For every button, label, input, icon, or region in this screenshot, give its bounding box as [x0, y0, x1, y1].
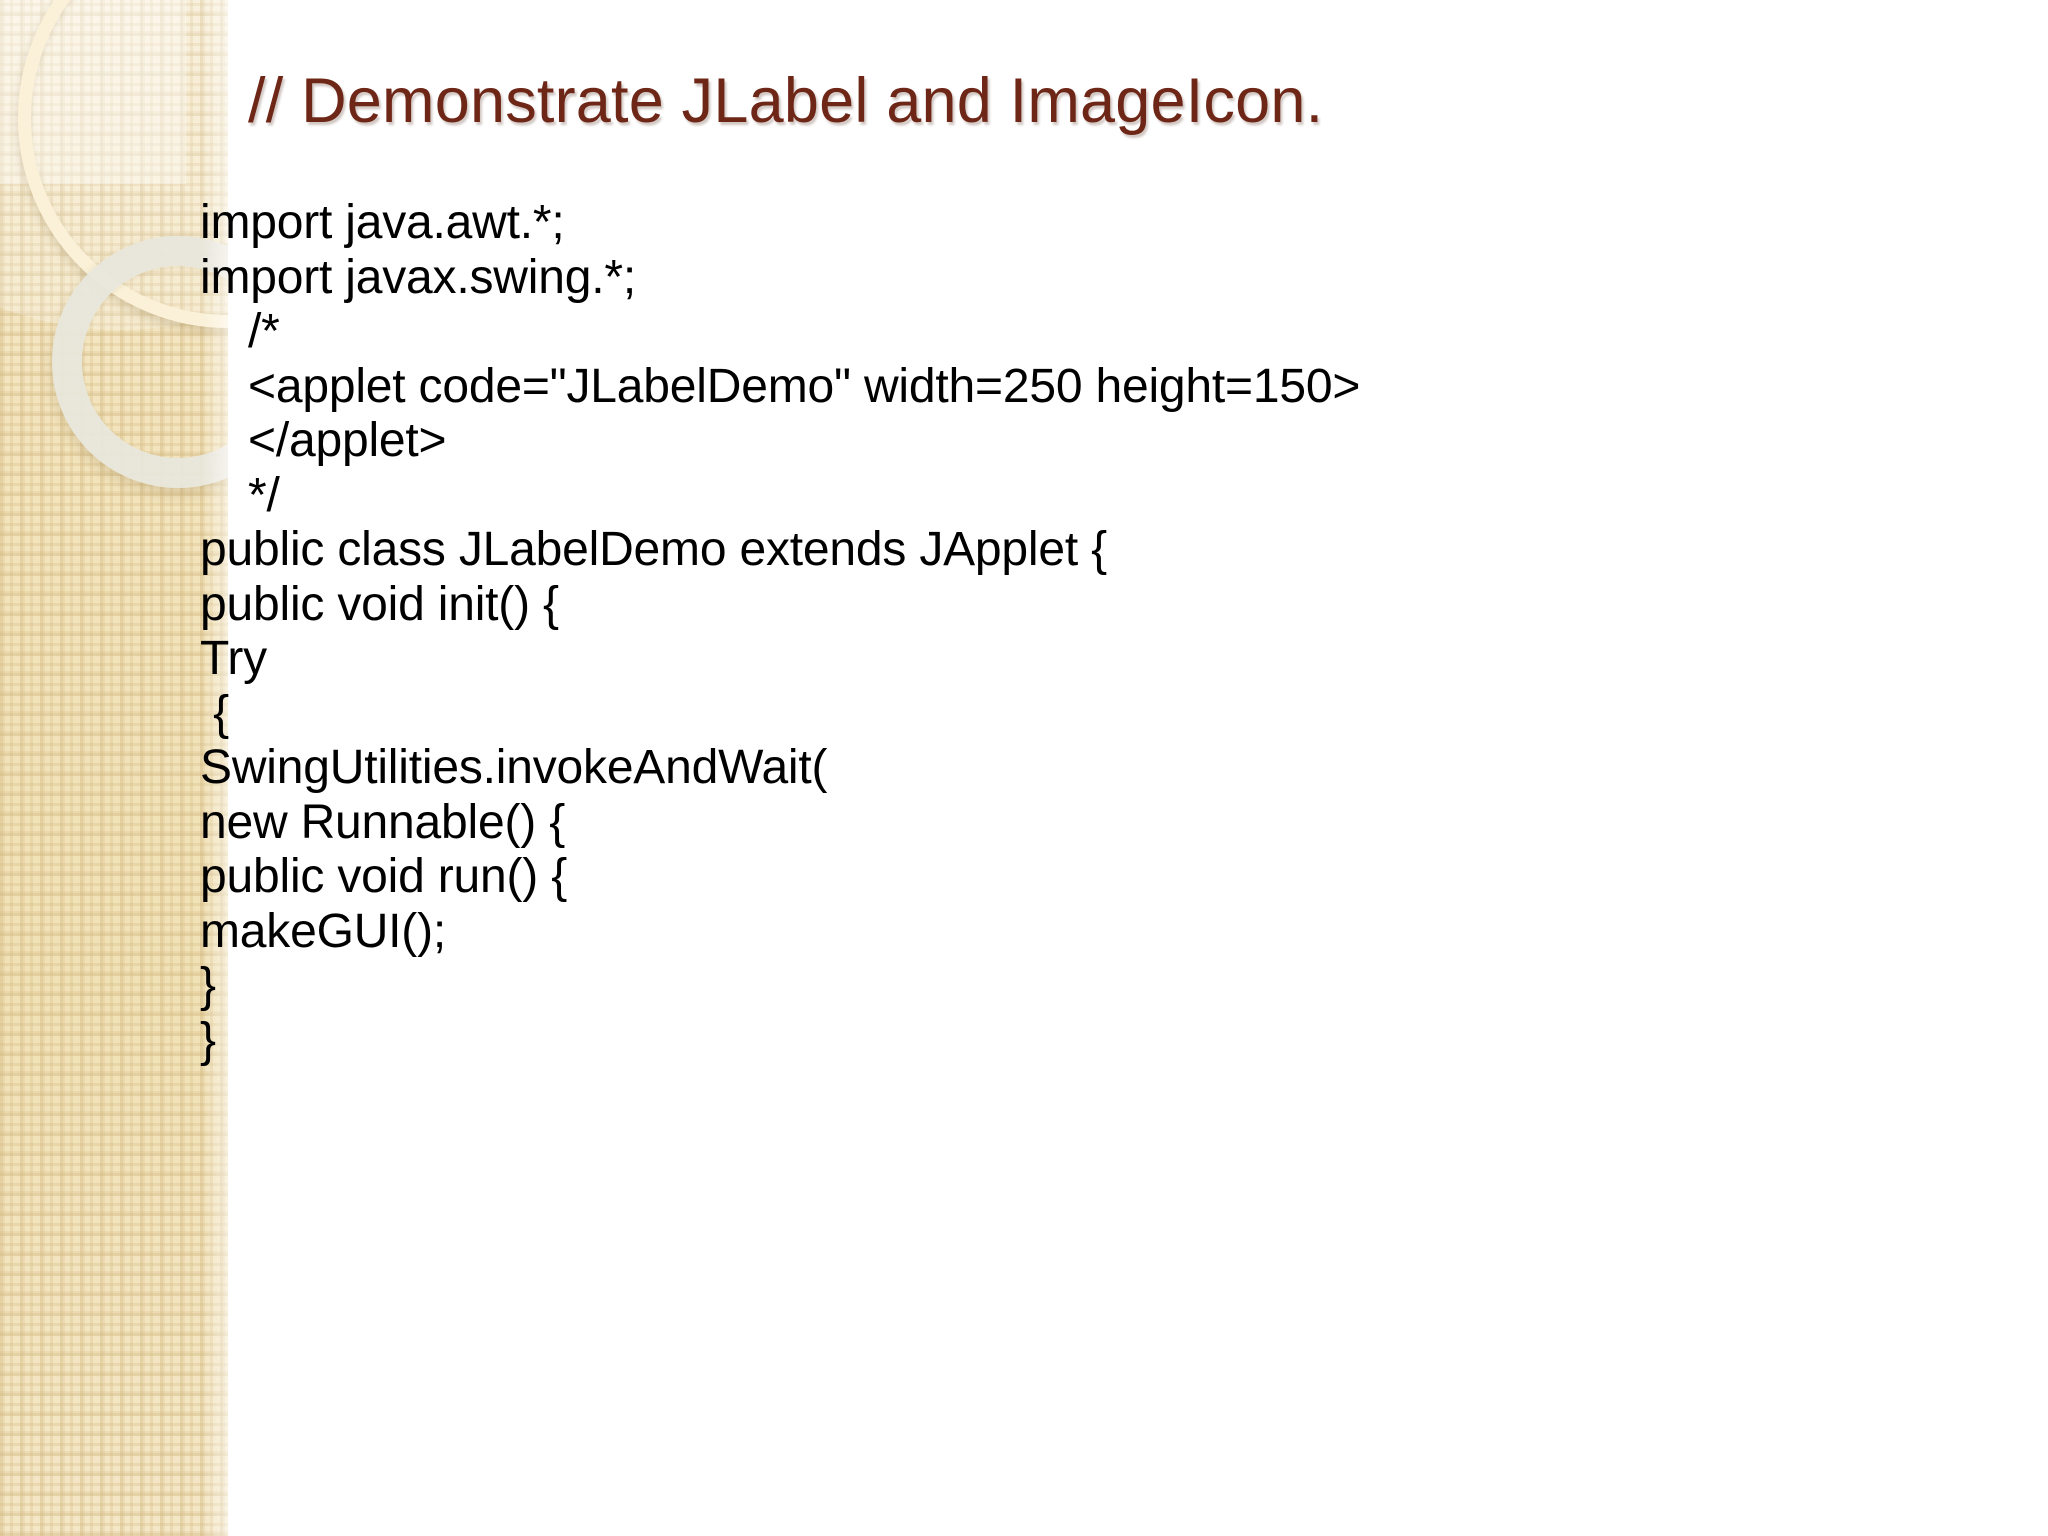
code-line: import javax.swing.*; — [200, 250, 636, 304]
code-line: import java.awt.*; — [200, 196, 565, 249]
code-line: /* — [248, 305, 280, 358]
code-line: new Runnable() { — [200, 795, 566, 849]
code-line: } — [200, 959, 216, 1012]
code-line: */ — [248, 468, 280, 522]
page-title: // Demonstrate JLabel and ImageIcon. — [248, 66, 1324, 137]
code-line: } — [200, 1013, 216, 1067]
code-line: public void init() { — [200, 577, 559, 631]
code-line: { — [200, 686, 229, 740]
code-line: public class JLabelDemo extends JApplet … — [200, 523, 1107, 576]
code-listing: import java.awt.*;import javax.swing.*;/… — [200, 196, 1980, 1068]
code-line: Try — [200, 632, 267, 685]
code-line: </applet> — [248, 414, 447, 467]
code-line: SwingUtilities.invokeAndWait( — [200, 741, 828, 794]
code-line: <applet code="JLabelDemo" width=250 heig… — [248, 359, 1361, 413]
slide-content: // Demonstrate JLabel and ImageIcon. imp… — [200, 0, 2048, 1536]
code-line: public void run() { — [200, 850, 568, 903]
decorative-sidebar — [0, 0, 228, 1536]
code-line: makeGUI(); — [200, 904, 447, 958]
